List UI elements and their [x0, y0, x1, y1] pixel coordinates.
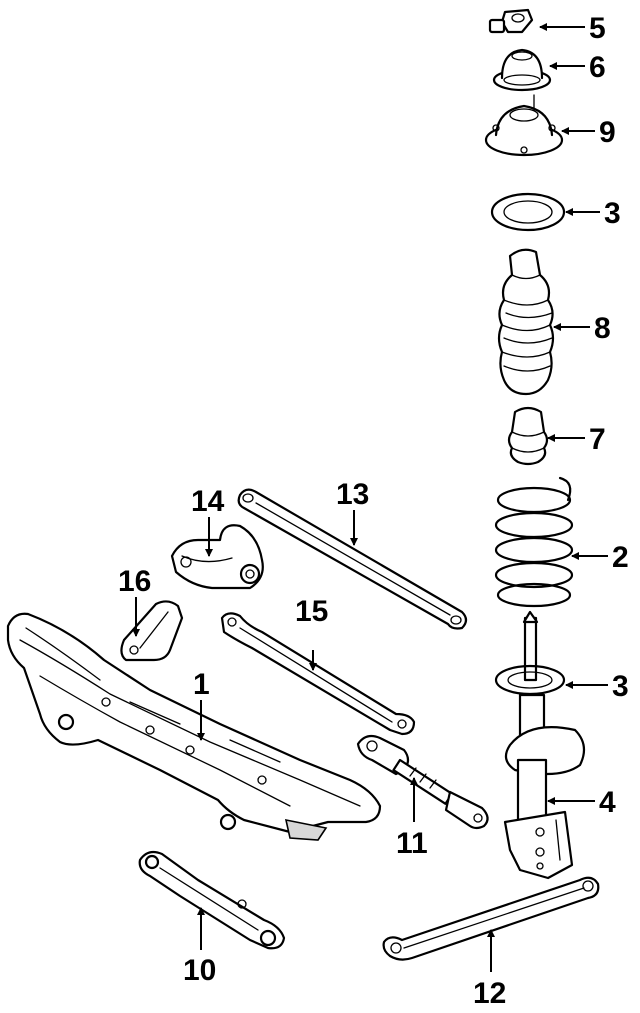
- callout-16: 16: [118, 565, 151, 598]
- part-3-upper-spring-insulator[interactable]: [490, 192, 566, 232]
- part-1-crossmember[interactable]: [6, 612, 382, 841]
- callout-8: 8: [594, 312, 611, 345]
- part-15-stabilizer-link[interactable]: [220, 612, 416, 736]
- callout-7: 7: [589, 423, 606, 456]
- callout-13: 13: [336, 478, 369, 511]
- callout-9: 9: [599, 116, 616, 149]
- part-2-coil-spring[interactable]: [494, 476, 574, 608]
- part-16-bracket[interactable]: [120, 600, 184, 662]
- callout-6: 6: [589, 51, 606, 84]
- part-3-lower-spring-insulator[interactable]: [494, 610, 566, 696]
- part-8-dust-boot[interactable]: [497, 248, 555, 396]
- part-13-lateral-link[interactable]: [237, 488, 468, 630]
- callout-1: 1: [193, 668, 210, 701]
- part-12-trailing-link[interactable]: [382, 876, 600, 961]
- callout-4: 4: [599, 786, 616, 819]
- callout-12: 12: [473, 977, 506, 1010]
- callout-leaders: [132, 23, 608, 972]
- part-7-bump-stop[interactable]: [507, 406, 549, 466]
- callout-11: 11: [396, 827, 428, 860]
- callout-14: 14: [191, 485, 225, 518]
- part-11-adjustable-link[interactable]: [356, 734, 489, 830]
- part-6-upper-mount-seat[interactable]: [492, 48, 552, 92]
- part-9-strut-mount[interactable]: [484, 94, 564, 157]
- callout-10: 10: [183, 954, 216, 987]
- part-10-lower-control-arm[interactable]: [138, 850, 286, 950]
- callout-5: 5: [589, 12, 606, 45]
- part-14-stabilizer-bracket[interactable]: [170, 524, 264, 590]
- part-5-strut-mount-cap[interactable]: [488, 8, 534, 34]
- callout-15: 15: [295, 595, 328, 628]
- callout-3-upper: 3: [604, 197, 621, 230]
- callout-labels: 5 6 9 3 8 7 2 3 4 13 14 16 15 1 11 10 12: [118, 12, 629, 1010]
- callout-2: 2: [612, 541, 629, 574]
- callout-3-lower: 3: [612, 670, 629, 703]
- part-4-strut-assembly[interactable]: [503, 693, 586, 880]
